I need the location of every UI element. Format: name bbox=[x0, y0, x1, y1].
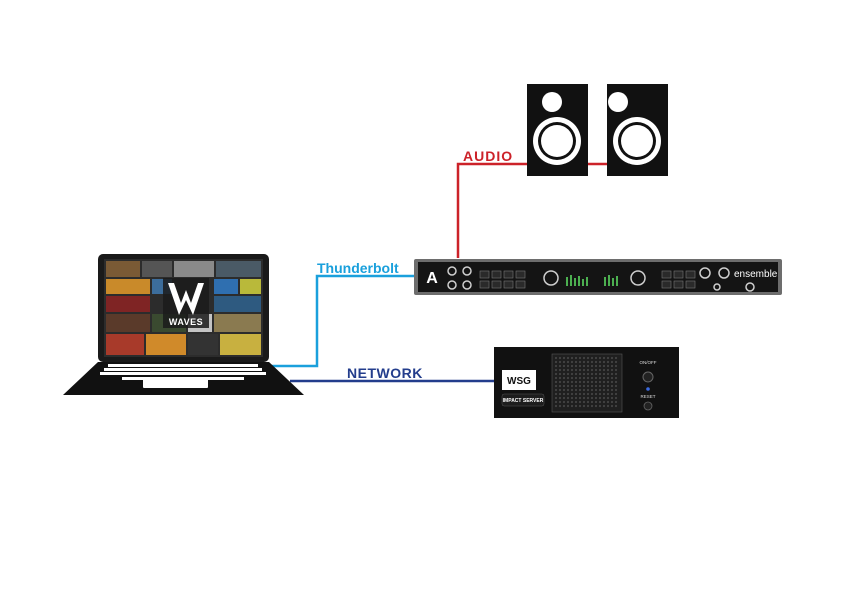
audio-cable bbox=[456, 162, 610, 258]
left-speaker bbox=[527, 84, 588, 176]
interface-brand-letter: A bbox=[426, 270, 438, 287]
waves-logo-text: WAVES bbox=[169, 317, 203, 327]
laptop: WAVES bbox=[63, 254, 304, 395]
right-speaker bbox=[607, 84, 668, 176]
thunderbolt-cable bbox=[268, 274, 414, 368]
network-label: NETWORK bbox=[347, 365, 423, 381]
audio-interface: A ensemble bbox=[414, 259, 782, 295]
reset-label: RESET bbox=[640, 394, 655, 399]
audio-label: AUDIO bbox=[463, 148, 514, 164]
interface-name: ensemble bbox=[734, 269, 778, 280]
impact-server: WSG IMPACT SERVER ON/OFF RESET bbox=[494, 347, 679, 418]
thunderbolt-label: Thunderbolt bbox=[317, 260, 399, 276]
server-label: IMPACT SERVER bbox=[503, 398, 544, 404]
power-label: ON/OFF bbox=[640, 360, 657, 365]
server-logo: WSG bbox=[507, 376, 531, 387]
waves-logo: WAVES bbox=[163, 278, 209, 328]
